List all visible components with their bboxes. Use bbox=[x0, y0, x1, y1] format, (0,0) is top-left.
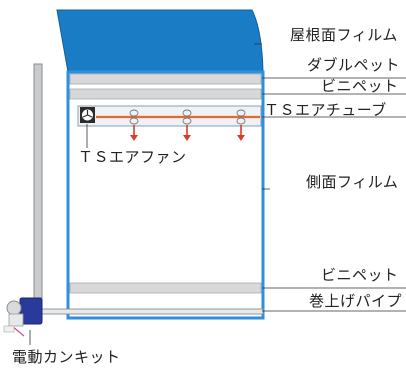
air-outlet-2 bbox=[182, 109, 192, 125]
label-vinyl-pet-bottom: ビニペット bbox=[321, 266, 399, 284]
label-double-pet: ダブルペット bbox=[307, 56, 401, 74]
label-ts-air-fan: ＴＳエアファン bbox=[78, 148, 187, 166]
label-ts-air-tube: ＴＳエアチューブ bbox=[264, 101, 387, 119]
airflow-arrow-3 bbox=[237, 125, 245, 141]
double-pet-rail bbox=[69, 73, 262, 85]
airflow-arrow-2 bbox=[183, 125, 191, 141]
roll-up-pipe bbox=[29, 308, 264, 315]
airflow-arrow-1 bbox=[130, 125, 138, 141]
leader-lines bbox=[29, 43, 406, 345]
air-outlet-3 bbox=[236, 109, 246, 125]
electric-winder-icon bbox=[3, 297, 43, 337]
label-electric-winder: 電動カンキット bbox=[12, 348, 121, 366]
ts-air-tube bbox=[77, 105, 262, 127]
label-roof-film: 屋根面フィルム bbox=[290, 26, 398, 44]
roof-film bbox=[56, 9, 264, 73]
vinyl-pet-rail-top bbox=[69, 88, 262, 100]
ts-air-fan-icon bbox=[80, 107, 95, 123]
left-post bbox=[33, 63, 43, 299]
label-vinyl-pet-top: ビニペット bbox=[321, 77, 399, 95]
vinyl-pet-rail-bottom bbox=[69, 282, 262, 294]
label-side-film: 側面フィルム bbox=[306, 173, 399, 191]
label-roll-up-pipe: 巻上げパイプ bbox=[309, 292, 403, 310]
air-outlet-1 bbox=[129, 109, 139, 125]
